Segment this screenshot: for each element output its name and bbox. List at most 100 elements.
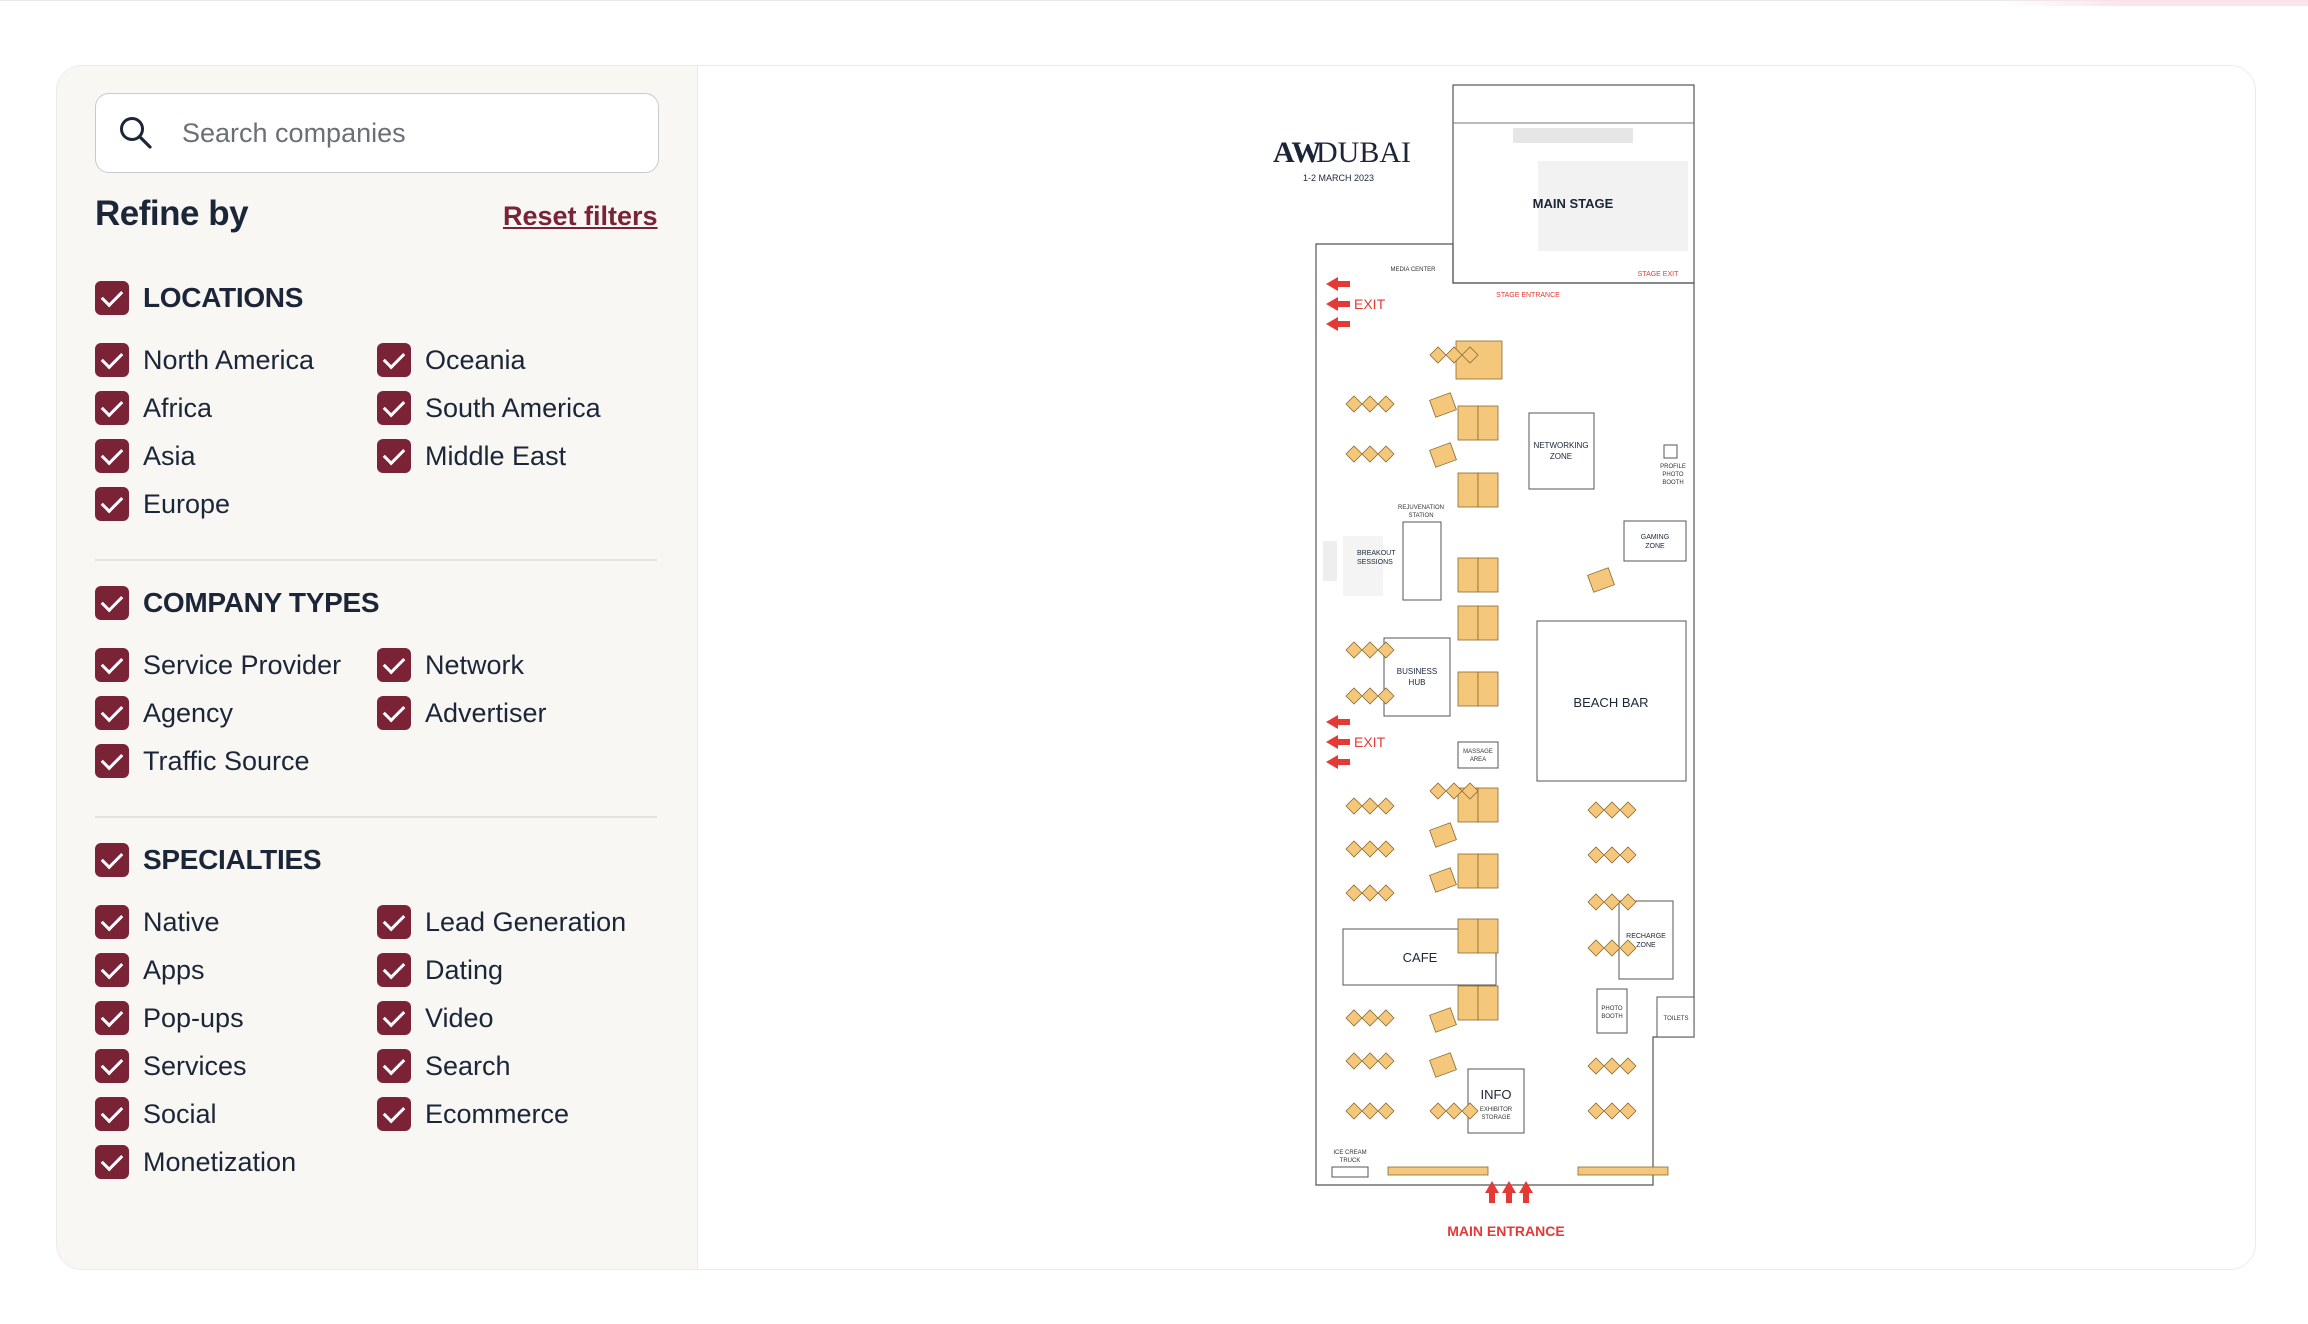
- search-input[interactable]: [180, 109, 644, 157]
- specialties-heading: SPECIALTIES: [143, 844, 322, 875]
- locations-group-checkbox[interactable]: LOCATIONS: [95, 281, 303, 315]
- checkbox-checked[interactable]: [95, 696, 129, 730]
- checkbox-checked[interactable]: [95, 391, 129, 425]
- checkbox-checked[interactable]: [95, 586, 129, 620]
- cafe[interactable]: CAFE: [1342, 928, 1497, 986]
- specialties-group-checkbox[interactable]: SPECIALTIES: [95, 843, 322, 877]
- filter-option[interactable]: Africa: [95, 390, 212, 426]
- filter-option[interactable]: Europe: [95, 486, 230, 522]
- checkbox-checked[interactable]: [377, 1049, 411, 1083]
- rejuvenation-station-label: STATION: [1408, 513, 1433, 519]
- filter-option-label: Apps: [143, 954, 205, 985]
- main-stage-label: MAIN STAGE: [1533, 196, 1614, 211]
- checkbox-checked[interactable]: [377, 343, 411, 377]
- filter-option[interactable]: North America: [95, 342, 314, 378]
- checkbox-checked[interactable]: [95, 1097, 129, 1131]
- checkbox-checked[interactable]: [95, 281, 129, 315]
- checkbox-checked[interactable]: [95, 487, 129, 521]
- filter-option[interactable]: Dating: [377, 952, 503, 988]
- filter-option[interactable]: Video: [377, 1000, 494, 1036]
- checkbox-checked[interactable]: [95, 843, 129, 877]
- toilets[interactable]: TOILETS: [1656, 996, 1695, 1038]
- profile-photo-booth-label: PROFILE: [1660, 464, 1686, 470]
- breakout-sessions-label: SESSIONS: [1357, 559, 1393, 566]
- checkbox-checked[interactable]: [377, 391, 411, 425]
- filter-option[interactable]: Traffic Source: [95, 743, 310, 779]
- filter-option[interactable]: Network: [377, 647, 524, 683]
- booth-clusters[interactable]: [1345, 340, 1669, 1176]
- info-exhibitor-storage[interactable]: INFO EXHIBITOR STORAGE: [1467, 1068, 1525, 1134]
- checkbox-checked[interactable]: [95, 1049, 129, 1083]
- checkbox-checked[interactable]: [377, 905, 411, 939]
- filter-option[interactable]: Apps: [95, 952, 205, 988]
- checkbox-checked[interactable]: [377, 648, 411, 682]
- networking-zone[interactable]: NETWORKING ZONE: [1528, 412, 1595, 490]
- checkbox-checked[interactable]: [377, 953, 411, 987]
- checkbox-checked[interactable]: [95, 953, 129, 987]
- profile-photo-booth[interactable]: PROFILE PHOTO BOOTH: [1660, 444, 1686, 486]
- photo-booth-label: BOOTH: [1601, 1014, 1622, 1020]
- exhibitor-storage-label: STORAGE: [1481, 1115, 1510, 1121]
- filter-option[interactable]: Search: [377, 1048, 511, 1084]
- recharge-zone-label: RECHARGE: [1626, 933, 1666, 940]
- checkbox-checked[interactable]: [95, 744, 129, 778]
- networking-zone-label: NETWORKING: [1533, 441, 1588, 450]
- checkbox-checked[interactable]: [95, 905, 129, 939]
- filter-option-label: Agency: [143, 697, 234, 728]
- massage-area[interactable]: MASSAGE AREA: [1457, 741, 1499, 769]
- filter-option[interactable]: Service Provider: [95, 647, 341, 683]
- filter-option[interactable]: Lead Generation: [377, 904, 626, 940]
- exit-sign-upper: EXIT: [1326, 277, 1386, 331]
- filter-option-label: Video: [425, 1002, 494, 1033]
- ice-cream-truck[interactable]: ICE CREAM TRUCK: [1331, 1150, 1369, 1178]
- gaming-zone[interactable]: GAMING ZONE: [1623, 520, 1687, 562]
- main-stage[interactable]: MAIN STAGE STAGE ENTRANCE STAGE EXIT: [1452, 84, 1695, 299]
- business-hub[interactable]: BUSINESS HUB: [1383, 637, 1451, 717]
- profile-photo-booth-label: PHOTO: [1662, 472, 1684, 478]
- header-shadow: [2000, 0, 2308, 6]
- filter-option[interactable]: Social: [95, 1096, 217, 1132]
- filter-option[interactable]: Agency: [95, 695, 233, 731]
- filter-option[interactable]: Pop-ups: [95, 1000, 244, 1036]
- filter-option[interactable]: Monetization: [95, 1144, 296, 1180]
- floorplan-card: Refine by Reset filters LOCATIONS North …: [56, 65, 2256, 1270]
- checkbox-checked[interactable]: [377, 439, 411, 473]
- ice-cream-truck-label: ICE CREAM: [1333, 1150, 1366, 1156]
- checkbox-checked[interactable]: [377, 696, 411, 730]
- stage-entrance-label: STAGE ENTRANCE: [1496, 292, 1560, 299]
- checkbox-checked[interactable]: [95, 343, 129, 377]
- floor-plan-map[interactable]: AW DUBAI 1-2 MARCH 2023 MAIN STAGE STAGE…: [698, 66, 2254, 1269]
- recharge-zone[interactable]: RECHARGE ZONE: [1618, 900, 1674, 980]
- filter-option[interactable]: Services: [95, 1048, 247, 1084]
- company-types-group-checkbox[interactable]: COMPANY TYPES: [95, 586, 380, 620]
- rejuvenation-station[interactable]: REJUVENATION STATION: [1398, 505, 1444, 601]
- breakout-sessions[interactable]: BREAKOUT SESSIONS: [1323, 536, 1396, 596]
- filter-option[interactable]: Asia: [95, 438, 196, 474]
- filter-option[interactable]: Ecommerce: [377, 1096, 569, 1132]
- beach-bar[interactable]: BEACH BAR: [1536, 620, 1687, 782]
- filter-option[interactable]: South America: [377, 390, 601, 426]
- reset-filters-link[interactable]: Reset filters: [503, 201, 658, 231]
- floor-plan-area[interactable]: AW DUBAI 1-2 MARCH 2023 MAIN STAGE STAGE…: [698, 66, 2255, 1269]
- exit-label: EXIT: [1354, 296, 1386, 312]
- business-hub-label: BUSINESS: [1397, 667, 1437, 676]
- main-entrance[interactable]: MAIN ENTRANCE: [1447, 1181, 1565, 1239]
- filter-option[interactable]: Oceania: [377, 342, 526, 378]
- gaming-zone-label: ZONE: [1645, 543, 1665, 550]
- filter-option[interactable]: Native: [95, 904, 220, 940]
- exhibitor-storage-label: EXHIBITOR: [1480, 1107, 1513, 1113]
- checkbox-checked[interactable]: [95, 1001, 129, 1035]
- profile-photo-booth-label: BOOTH: [1662, 480, 1683, 486]
- checkbox-checked[interactable]: [95, 1145, 129, 1179]
- filter-option-label: Social: [143, 1098, 217, 1129]
- checkbox-checked[interactable]: [95, 439, 129, 473]
- filter-option-label: Monetization: [143, 1146, 297, 1177]
- checkbox-checked[interactable]: [377, 1097, 411, 1131]
- checkbox-checked[interactable]: [377, 1001, 411, 1035]
- search-box[interactable]: [95, 93, 659, 173]
- checkbox-checked[interactable]: [95, 648, 129, 682]
- filter-option[interactable]: Advertiser: [377, 695, 547, 731]
- filter-option[interactable]: Middle East: [377, 438, 566, 474]
- refine-title: Refine by: [95, 194, 249, 233]
- photo-booth[interactable]: PHOTO BOOTH: [1596, 988, 1628, 1034]
